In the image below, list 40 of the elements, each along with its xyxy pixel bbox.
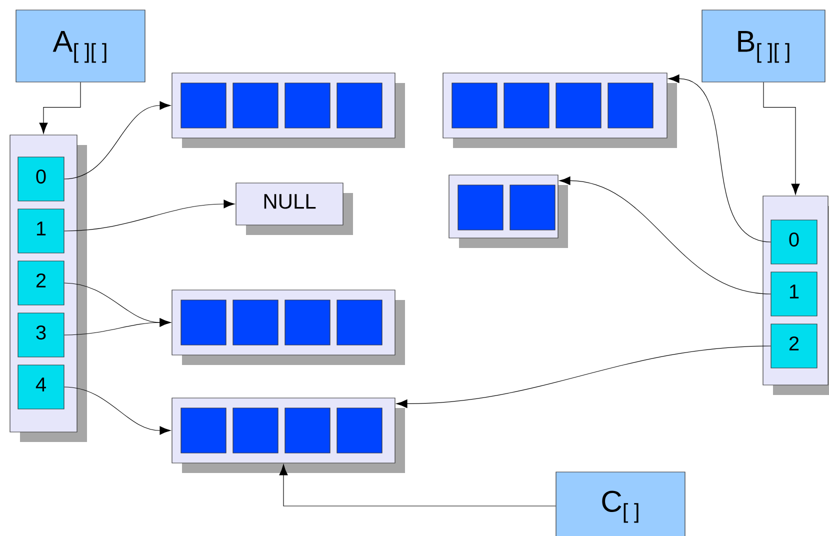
array-cell [510, 184, 556, 230]
index-cell: 3 [18, 312, 64, 358]
array-cell [232, 300, 278, 346]
array-cell [556, 82, 602, 128]
array-cell [180, 82, 226, 128]
arrow [64, 101, 171, 180]
array-cell [336, 408, 382, 454]
index-cell: 2 [770, 324, 818, 368]
index-cell: 1 [770, 272, 818, 316]
arrow [64, 200, 235, 232]
index-cell: 2 [18, 260, 64, 306]
array-cell [284, 300, 330, 346]
index-cell: 1 [18, 208, 64, 254]
index-cell: 0 [18, 156, 64, 202]
arrow [396, 346, 771, 408]
array-cell [608, 82, 654, 128]
array-cell [336, 300, 382, 346]
array-cell [284, 82, 330, 128]
arrow [39, 82, 81, 134]
index-cell: 4 [18, 364, 64, 410]
arrow [64, 386, 171, 435]
arrow [559, 176, 771, 294]
array-cell [458, 184, 504, 230]
array-cell [504, 82, 550, 128]
variable-box: C$_{[ ]}$ [556, 472, 686, 536]
array-cell [284, 408, 330, 454]
array-cell [232, 82, 278, 128]
null-box: NULL [236, 182, 344, 226]
array-cell [232, 408, 278, 454]
array-cell [180, 408, 226, 454]
arrow [64, 318, 171, 336]
index-cell: 0 [770, 220, 818, 264]
variable-box: B$_{[ ][ ]}$ [702, 10, 826, 82]
arrow [668, 74, 771, 242]
arrow [763, 82, 800, 195]
array-cell [180, 300, 226, 346]
variable-box: A$_{[ ][ ]}$ [16, 10, 146, 82]
array-cell [336, 82, 382, 128]
array-cell [452, 82, 498, 128]
arrow [279, 464, 556, 506]
